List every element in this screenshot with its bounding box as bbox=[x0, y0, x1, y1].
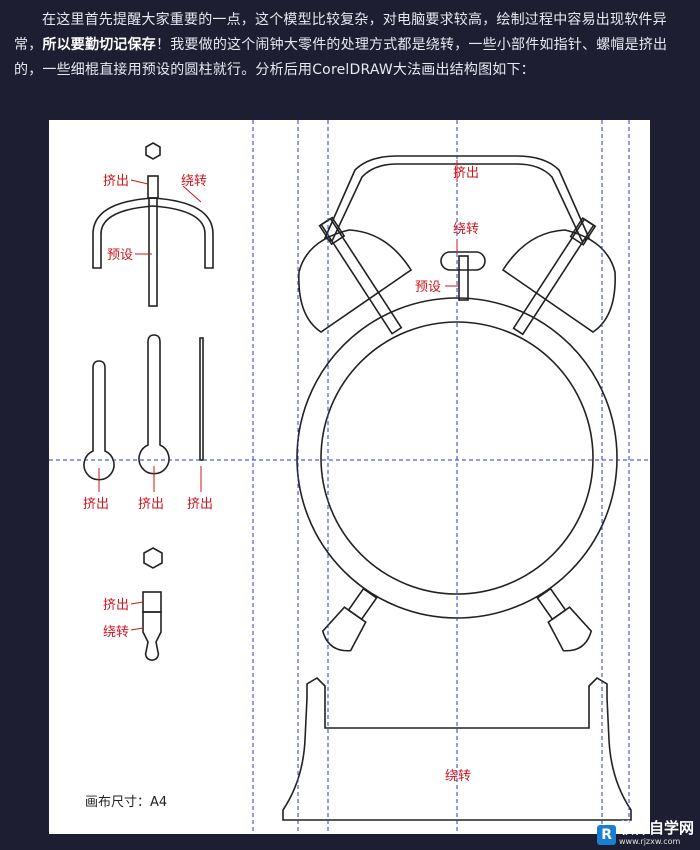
bell-hammer-arc bbox=[92, 197, 214, 269]
label-revolve-screw: 绕转 bbox=[103, 625, 129, 640]
label-revolve-arc: 绕转 bbox=[181, 174, 207, 189]
structure-diagram: 挤出 绕转 预设 挤出 挤出 挤出 挤出 绕转 挤出 绕转 预设 绕转 画布尺寸… bbox=[49, 120, 650, 834]
watermark-url: www.rjzxw.com bbox=[618, 837, 681, 846]
label-revolve-knob: 绕转 bbox=[453, 222, 479, 237]
watermark: R 软件自学网 www.rjzxw.com bbox=[597, 821, 694, 846]
structure-diagram-canvas: 挤出 绕转 预设 挤出 挤出 挤出 挤出 绕转 挤出 绕转 预设 绕转 画布尺寸… bbox=[49, 120, 650, 834]
clock-handle bbox=[323, 155, 591, 243]
right-bell bbox=[501, 229, 616, 333]
label-extrude-minute-hand: 挤出 bbox=[138, 497, 164, 512]
watermark-logo-icon: R bbox=[597, 825, 616, 845]
nut-hexagon-top bbox=[145, 142, 161, 160]
top-knob bbox=[440, 251, 486, 271]
clock-inner-ring bbox=[320, 321, 594, 595]
label-preset-rod: 预设 bbox=[107, 248, 133, 263]
hour-hand bbox=[83, 360, 115, 481]
intro-bold-text: 所以要勤切记保存 bbox=[42, 37, 157, 53]
intro-text-1: 在这里首先提醒大家重要的一点，这个模型比较复杂，对电脑要求较高，绘制过程中容易出… bbox=[14, 12, 667, 53]
minute-hand bbox=[138, 334, 170, 475]
label-extrude-hour-hand: 挤出 bbox=[83, 497, 109, 512]
intro-text-2: ！我要做的这个闹钟大零件的处理方式都是绕转，一些小部件如指针、螺帽是挤出的，一些… bbox=[14, 37, 668, 78]
intro-paragraph: 在这里首先提醒大家重要的一点，这个模型比较复杂，对电脑要求较高，绘制过程中容易出… bbox=[14, 8, 686, 83]
canvas-size-note: 画布尺寸：A4 bbox=[85, 795, 167, 810]
left-bell bbox=[298, 229, 413, 333]
nut-hexagon-bottom bbox=[143, 547, 163, 569]
second-hand bbox=[199, 337, 204, 461]
label-extrude-nut: 挤出 bbox=[103, 174, 129, 189]
watermark-text: 软件自学网 bbox=[618, 819, 694, 837]
clock-base bbox=[282, 676, 632, 821]
label-extrude-screw: 挤出 bbox=[103, 598, 129, 613]
top-knob-stem bbox=[458, 255, 469, 301]
label-extrude-handle: 挤出 bbox=[453, 166, 479, 181]
hammer-rod bbox=[148, 197, 158, 307]
screw-body bbox=[142, 611, 162, 661]
label-extrude-second-hand: 挤出 bbox=[187, 497, 213, 512]
label-revolve-base: 绕转 bbox=[445, 769, 471, 784]
label-preset-stem: 预设 bbox=[415, 280, 441, 295]
